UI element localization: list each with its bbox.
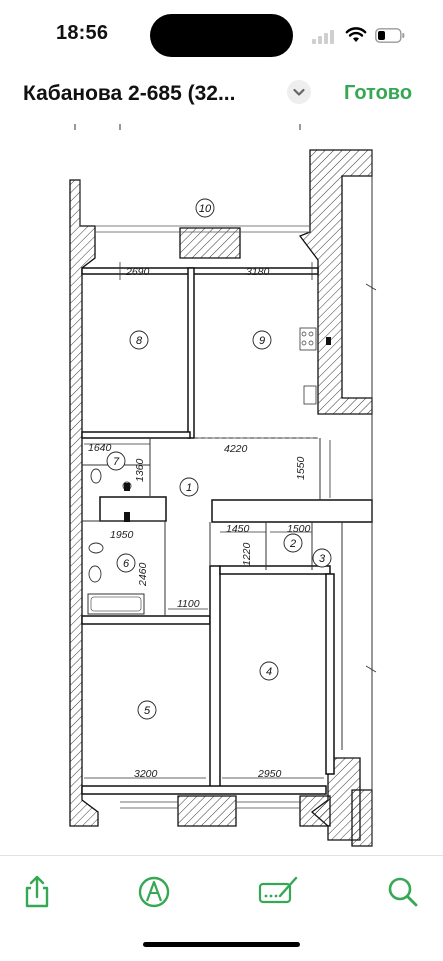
- markup-icon[interactable]: [134, 872, 174, 912]
- status-time: 18:56: [56, 22, 109, 44]
- dimension-label: 2950: [257, 768, 282, 780]
- cellular-signal-icon: [312, 30, 336, 44]
- home-indicator[interactable]: [143, 942, 300, 947]
- dimension-label: 3200: [134, 768, 158, 780]
- dimension-label: 1450: [226, 523, 250, 535]
- wifi-icon: [345, 27, 367, 42]
- floor-plan-drawing: 1 2 3 4 5 6 7 8 9 10 2690 3180 1640 1360…: [69, 124, 377, 847]
- navigation-bar: Кабанова 2-685 (32... Готово: [0, 66, 443, 123]
- share-icon[interactable]: [17, 872, 57, 912]
- dimension-label: 2460: [137, 562, 149, 587]
- dimension-label: 1500: [287, 523, 311, 535]
- room-label: 3: [319, 553, 326, 565]
- chevron-down-icon: [293, 88, 305, 96]
- dimension-label: 1100: [177, 598, 200, 610]
- document-title[interactable]: Кабанова 2-685 (32...: [23, 82, 236, 105]
- room-label: 9: [259, 335, 265, 347]
- dimension-label: 3180: [246, 266, 270, 278]
- room-label: 7: [113, 456, 120, 468]
- floor-plan-document[interactable]: 1 2 3 4 5 6 7 8 9 10 2690 3180 1640 1360…: [0, 122, 443, 854]
- signature-icon[interactable]: [258, 872, 298, 912]
- dimension-label: 1550: [295, 456, 307, 480]
- dynamic-island: [150, 14, 293, 57]
- room-label: 8: [136, 335, 143, 347]
- room-label: 10: [199, 203, 212, 215]
- done-button[interactable]: Готово: [344, 82, 413, 104]
- room-label: 1: [186, 482, 192, 494]
- dimension-label: 4220: [224, 443, 248, 455]
- title-menu-button[interactable]: [287, 80, 311, 104]
- dimension-label: 1220: [241, 542, 253, 566]
- dimension-label: 1360: [134, 458, 146, 482]
- dimension-label: 1640: [88, 442, 112, 454]
- room-label: 5: [144, 705, 151, 717]
- room-label: 6: [123, 558, 130, 570]
- room-label: 4: [266, 666, 272, 678]
- status-bar: 18:56: [0, 0, 443, 66]
- dimension-label: 1950: [110, 529, 134, 541]
- battery-icon: [375, 28, 405, 43]
- room-label: 2: [289, 538, 296, 550]
- dimension-label: 2690: [125, 266, 150, 278]
- search-icon[interactable]: [383, 872, 423, 912]
